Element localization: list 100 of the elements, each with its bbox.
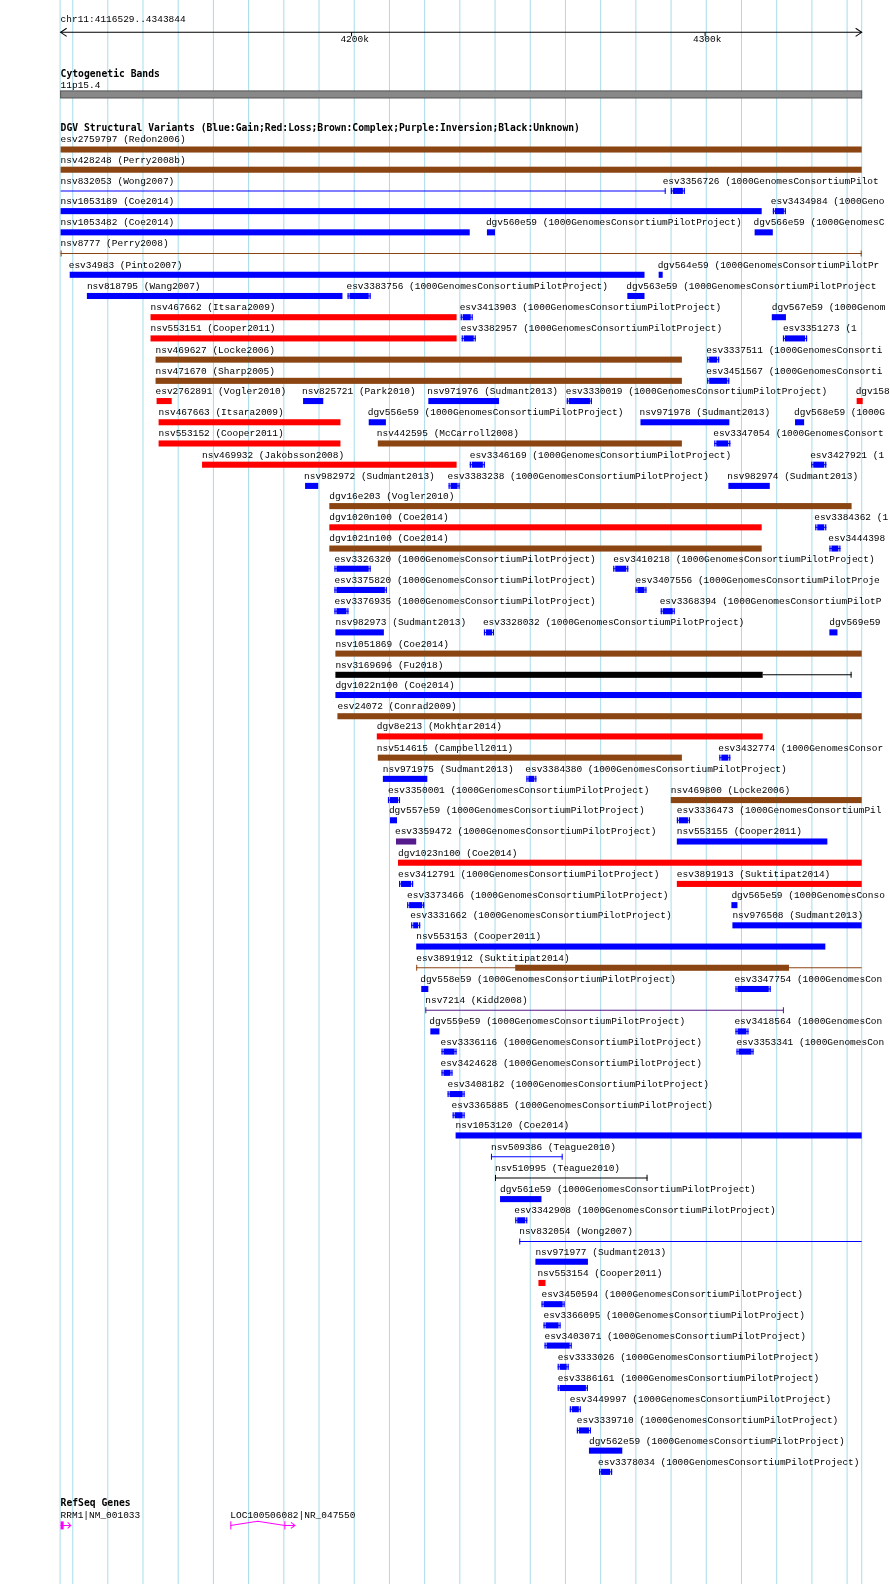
feature-label: esv3434984 (1000Geno bbox=[770, 196, 885, 208]
feature-label: esv3384380 (1000GenomesConsortiumPilotProject) bbox=[525, 763, 787, 775]
feature-label: nsv471670 (Sharp2005) bbox=[155, 365, 275, 377]
feature-label: dgv569e59 bbox=[829, 617, 881, 629]
feature-label: esv3328032 (1000GenomesConsortiumPilotProject) bbox=[482, 617, 745, 629]
feature-label: esv3424628 (1000GenomesConsortiumPilotProject) bbox=[440, 1057, 702, 1069]
feature-label: dgv1023n100 (Coe2014) bbox=[398, 847, 518, 859]
feature-label: dgv16e203 (Vogler2010) bbox=[329, 490, 455, 503]
feature-label: esv3891912 (Suktitipat2014) bbox=[416, 952, 570, 964]
feature-label: nsv982972 (Sudmant2013) bbox=[304, 470, 435, 482]
feature-label: nsv971977 (Sudmant2013) bbox=[535, 1246, 667, 1258]
feature-label: esv3336116 (1000GenomesConsortiumPilotProject) bbox=[440, 1036, 702, 1048]
feature-label: esv24072 (Conrad2009) bbox=[337, 701, 457, 713]
feature-label: nsv553151 (Cooper2011) bbox=[150, 323, 276, 335]
axis-label: 4300k bbox=[693, 34, 722, 46]
feature-label: dgv158 bbox=[855, 385, 890, 397]
feature-label: esv3413903 (1000GenomesConsortiumPilotProject) bbox=[459, 302, 722, 314]
feature-label: dgv565e59 (1000GenomesConso bbox=[731, 890, 885, 902]
feature-label: dgv556e59 (1000GenomesConsortiumPilotProject) bbox=[367, 407, 624, 419]
feature-label: esv3451567 (1000GenomesConsorti bbox=[706, 365, 883, 377]
feature-label: dgv1022n100 (Coe2014) bbox=[335, 679, 455, 691]
feature-label: nsv467662 (Itsara2009) bbox=[150, 302, 276, 314]
feature-label: esv3382957 (1000GenomesConsortiumPilotProject) bbox=[460, 323, 723, 335]
feature-label: nsv982974 (Sudmant2013) bbox=[727, 470, 859, 482]
feature-label: dgv560e59 (1000GenomesConsortiumPilotProject) bbox=[485, 217, 742, 229]
feature-label: nsv3169696 (Fu2018) bbox=[335, 659, 444, 671]
feature-label: esv3333026 (1000GenomesConsortiumPilotProject) bbox=[557, 1351, 820, 1363]
feature-label: nsv553152 (Cooper2011) bbox=[158, 428, 284, 440]
feature-label: nsv553153 (Cooper2011) bbox=[416, 931, 542, 943]
feature-label: esv3350001 (1000GenomesConsortiumPilotProject) bbox=[387, 784, 650, 797]
feature-label: esv3449997 (1000GenomesConsortiumPilotProject) bbox=[569, 1394, 832, 1406]
feature-label: nsv553154 (Cooper2011) bbox=[537, 1267, 663, 1279]
feature-label: esv3347054 (1000GenomesConsort bbox=[713, 428, 884, 440]
feature-label: esv3383238 (1000GenomesConsortiumPilotProject) bbox=[447, 470, 709, 482]
feature-label: nsv510995 (Teague2010) bbox=[495, 1162, 621, 1174]
feature-label: esv3331662 (1000GenomesConsortiumPilotProject) bbox=[410, 910, 672, 922]
feature-label: nsv976508 (Sudmant2013) bbox=[732, 910, 864, 922]
feature-label: esv3375820 (1000GenomesConsortiumPilotProject) bbox=[334, 574, 596, 586]
feature-label: esv3386161 (1000GenomesConsortiumPilotProject) bbox=[557, 1372, 820, 1384]
feature-label: esv3330019 (1000GenomesConsortiumPilotProject) bbox=[565, 385, 828, 397]
track-title: RefSeq Genes bbox=[60, 1497, 131, 1509]
feature-label: nsv1051869 (Coe2014) bbox=[335, 638, 450, 650]
feature-label: esv3376935 (1000GenomesConsortiumPilotProject) bbox=[334, 596, 596, 608]
feature-label: nsv514615 (Campbell2011) bbox=[376, 742, 514, 754]
feature-label: esv3408182 (1000GenomesConsortiumPilotProject) bbox=[447, 1078, 709, 1090]
feature-label: esv3378034 (1000GenomesConsortiumPilotProject) bbox=[598, 1456, 860, 1468]
feature-label: nsv7214 (Kidd2008) bbox=[425, 995, 528, 1007]
feature-label: esv3339710 (1000GenomesConsortiumPilotProject) bbox=[576, 1415, 839, 1427]
feature-label: dgv562e59 (1000GenomesConsortiumPilotProject) bbox=[588, 1435, 845, 1447]
feature-label: nsv1053482 (Coe2014) bbox=[60, 217, 175, 229]
feature-label: dgv568e59 (1000G bbox=[794, 407, 885, 419]
feature-label: esv3412791 (1000GenomesConsortiumPilotProject) bbox=[398, 868, 660, 880]
feature-label: RRM1|NM_001033 bbox=[60, 1510, 141, 1522]
feature-label: esv34983 (Pinto2007) bbox=[68, 259, 183, 271]
feature-label: dgv567e59 (1000Genom bbox=[771, 302, 886, 314]
feature-label: nsv832053 (Wong2007) bbox=[60, 175, 175, 187]
feature-label: dgv8e213 (Mokhtar2014) bbox=[376, 721, 502, 733]
feature-label: dgv561e59 (1000GenomesConsortiumPilotProject) bbox=[500, 1183, 756, 1196]
feature-label: esv3368394 (1000GenomesConsortiumPilotP bbox=[659, 596, 882, 608]
feature-label: dgv557e59 (1000GenomesConsortiumPilotProject) bbox=[388, 805, 645, 817]
feature-label: nsv469800 (Locke2006) bbox=[670, 784, 791, 797]
feature-label: nsv971978 (Sudmant2013) bbox=[639, 407, 771, 419]
feature-label: esv2759797 (Redon2006) bbox=[60, 134, 186, 146]
track-title: Cytogenetic Bands bbox=[60, 67, 160, 79]
feature-label: esv3384362 (1 bbox=[814, 512, 889, 524]
feature-label: esv3336473 (1000GenomesConsortiumPil bbox=[676, 805, 882, 817]
feature-label: esv3432774 (1000GenomesConsor bbox=[718, 742, 884, 754]
feature-label: esv3337511 (1000GenomesConsorti bbox=[706, 344, 883, 356]
feature-label: nsv832054 (Wong2007) bbox=[519, 1226, 633, 1238]
feature-label: esv3356726 (1000GenomesConsortiumPilot bbox=[662, 175, 879, 187]
feature-label: dgv566e59 (1000GenomesC bbox=[753, 217, 885, 229]
feature-label: esv3444398 bbox=[828, 533, 886, 545]
axis-label: chr11:4116529..4343844 bbox=[60, 14, 186, 26]
feature-label: nsv8777 (Perry2008) bbox=[60, 238, 169, 250]
feature-label: nsv469932 (Jakobsson2008) bbox=[202, 449, 345, 461]
feature-label: esv3353341 (1000GenomesCon bbox=[736, 1036, 885, 1048]
feature-label: esv3418564 (1000GenomesCon bbox=[734, 1016, 883, 1028]
feature-label: esv3410218 (1000GenomesConsortiumPilotProject) bbox=[613, 553, 875, 565]
feature-label: esv3407556 (1000GenomesConsortiumPilotProje bbox=[635, 574, 880, 586]
feature-label: dgv1021n100 (Coe2014) bbox=[329, 533, 449, 545]
feature-label: dgv558e59 (1000GenomesConsortiumPilotProject) bbox=[420, 973, 676, 985]
feature-label: nsv818795 (Wang2007) bbox=[86, 280, 201, 292]
feature-label: esv2762891 (Vogler2010) bbox=[155, 385, 287, 397]
feature-label: esv3383756 (1000GenomesConsortiumPilotProject) bbox=[346, 280, 608, 292]
feature-label: nsv825721 (Park2010) bbox=[302, 385, 416, 397]
feature-label: esv3891913 (Suktitipat2014) bbox=[676, 868, 831, 880]
feature-label: esv3342908 (1000GenomesConsortiumPilotProject) bbox=[514, 1205, 776, 1217]
feature-label: nsv469627 (Locke2006) bbox=[155, 344, 275, 356]
feature-label: nsv553155 (Cooper2011) bbox=[676, 826, 802, 838]
feature-label: nsv982973 (Sudmant2013) bbox=[335, 617, 467, 629]
feature-label: esv3346169 (1000GenomesConsortiumPilotProject) bbox=[469, 449, 732, 461]
feature-label: dgv563e59 (1000GenomesConsortiumPilotProject bbox=[626, 280, 877, 292]
feature-label: dgv559e59 (1000GenomesConsortiumPilotProject) bbox=[429, 1016, 686, 1028]
feature-label: esv3373466 (1000GenomesConsortiumPilotProject) bbox=[407, 890, 669, 902]
feature-label: esv3351273 (1 bbox=[782, 323, 857, 335]
feature-label: nsv971975 (Sudmant2013) bbox=[382, 763, 514, 775]
feature-label: nsv971976 (Sudmant2013) bbox=[427, 385, 559, 397]
feature-label: esv3450594 (1000GenomesConsortiumPilotProject) bbox=[541, 1289, 803, 1301]
feature-label: 11p15.4 bbox=[60, 79, 101, 91]
feature-label: esv3403071 (1000GenomesConsortiumPilotProject) bbox=[544, 1330, 806, 1342]
